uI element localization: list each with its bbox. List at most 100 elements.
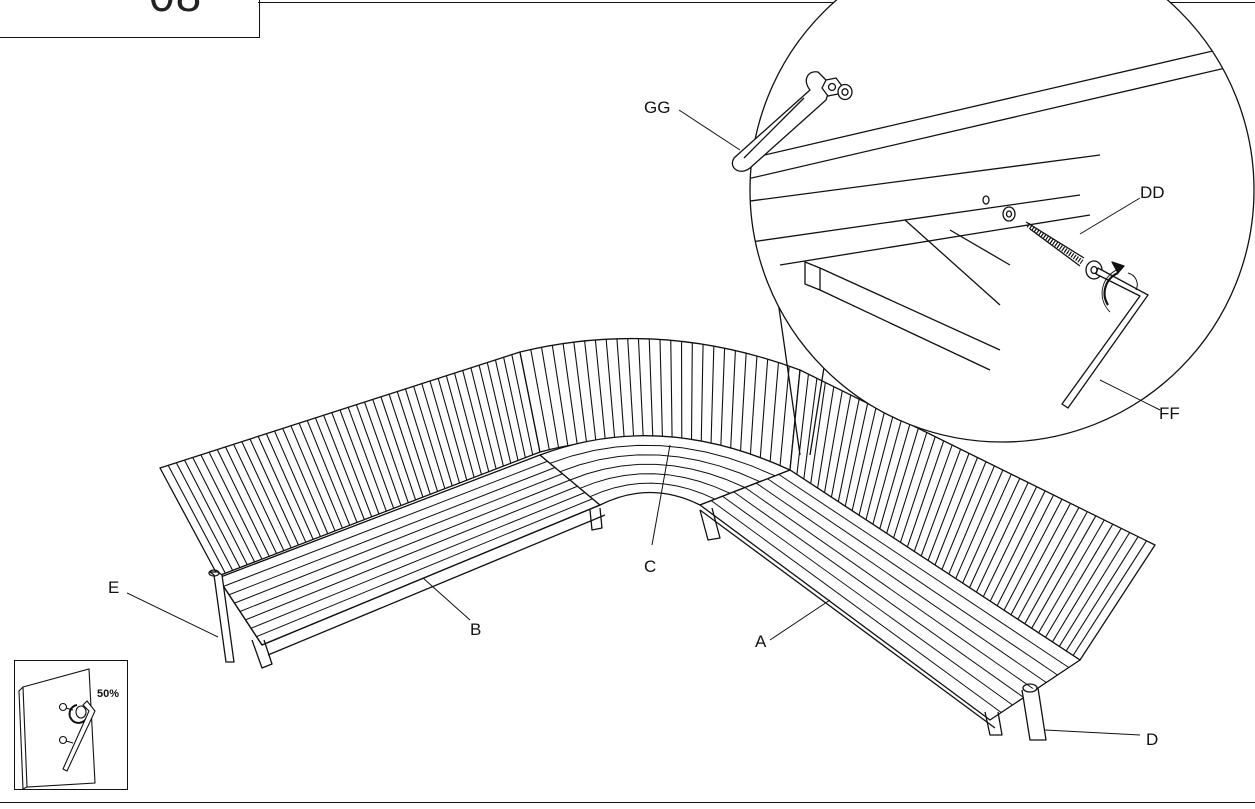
slat-line [298, 422, 343, 529]
slat-line [494, 359, 519, 461]
slat-line [306, 420, 351, 526]
slat-line [605, 339, 616, 441]
slat-line [996, 494, 1055, 606]
slat-line [339, 409, 380, 515]
tighten-percent: 50% [97, 688, 120, 700]
slat-line [729, 350, 736, 452]
slat-line [1045, 523, 1114, 638]
slat-line [744, 487, 1036, 691]
slat-line [470, 367, 497, 470]
slat-line [314, 417, 358, 523]
slat-line [803, 378, 818, 480]
step-number-tab: 08 [0, 0, 260, 38]
slat-line [670, 340, 673, 442]
tighten-inset-drawing [18, 668, 96, 790]
corner-seat-slat [589, 482, 716, 500]
slat-line [769, 362, 780, 463]
leader-d [1044, 729, 1141, 736]
slat-line [396, 391, 431, 495]
slat-line [733, 491, 1025, 698]
slat-line [445, 375, 475, 478]
slat-line [331, 412, 373, 518]
slat-line [175, 462, 234, 571]
slat-line [511, 354, 534, 455]
slat-line [755, 482, 1047, 683]
slat-line [872, 419, 902, 525]
slat-line [830, 394, 852, 498]
slat-line [486, 362, 512, 464]
slat-line [245, 485, 578, 621]
slat-line [503, 357, 526, 458]
slat-line [975, 482, 1029, 593]
slat-line [250, 492, 586, 629]
slat-line [899, 436, 936, 543]
allen-key-ff [1061, 261, 1149, 409]
slat-line [906, 440, 945, 548]
slat-line [858, 411, 886, 516]
slat-line [865, 415, 894, 520]
part-label-b: B [470, 620, 482, 639]
tighten-inset: 50% [14, 660, 128, 790]
slat-line [982, 486, 1038, 597]
part-label-gg: GG [644, 98, 671, 117]
right-seat [699, 469, 1081, 729]
slat-line [893, 432, 928, 539]
slat-line [530, 349, 550, 450]
slat-line [192, 457, 248, 565]
slat-line [927, 453, 970, 561]
slat-line [1051, 528, 1122, 643]
leader-c [651, 444, 671, 546]
slat-line [1038, 519, 1105, 634]
slat-line [941, 461, 987, 570]
slat-line [208, 451, 263, 560]
slat-line [767, 478, 1058, 676]
slat-line [1058, 532, 1131, 647]
slat-line [478, 365, 504, 467]
detail-circle [749, 0, 1255, 443]
slat-line [722, 495, 1013, 706]
corner-backrest [519, 337, 801, 471]
slat-line [955, 469, 1004, 579]
slat-line [962, 473, 1012, 584]
slat-line [429, 380, 461, 484]
slat-line [1003, 498, 1063, 611]
slat-line [184, 459, 241, 568]
leader-ff [1099, 379, 1161, 411]
slat-line [200, 454, 256, 563]
slat-line [759, 359, 769, 460]
slat-line [573, 342, 588, 443]
slat-line [551, 345, 569, 446]
slat-line [920, 448, 962, 557]
slat-line [837, 399, 860, 502]
part-label-dd: DD [1140, 183, 1165, 202]
slat-line [969, 478, 1021, 588]
corner-seat-slat [549, 444, 776, 477]
slat-line [584, 340, 597, 442]
top-divider [258, 2, 1255, 3]
slat-line [934, 457, 979, 566]
slat-line [1024, 511, 1088, 625]
slat-line [648, 338, 654, 440]
slat-line [710, 346, 715, 448]
legs [208, 507, 1047, 741]
slat-line [249, 438, 300, 546]
leader-e [126, 592, 219, 638]
slat-line [989, 490, 1046, 602]
slat-line [223, 460, 548, 587]
slat-line [562, 343, 578, 445]
slat-line [421, 383, 453, 486]
slat-line [380, 396, 417, 501]
slat-line [257, 436, 307, 543]
slat-line [594, 339, 606, 441]
slat-line [879, 424, 911, 529]
slat-line [413, 386, 446, 489]
slat-line [454, 372, 482, 475]
slat-line [216, 449, 270, 557]
slat-line [659, 339, 664, 441]
slat-line [796, 374, 809, 475]
slat-line [404, 388, 439, 492]
slat-line [241, 441, 292, 549]
slat-line [886, 428, 919, 534]
bottom-divider [0, 802, 1255, 803]
